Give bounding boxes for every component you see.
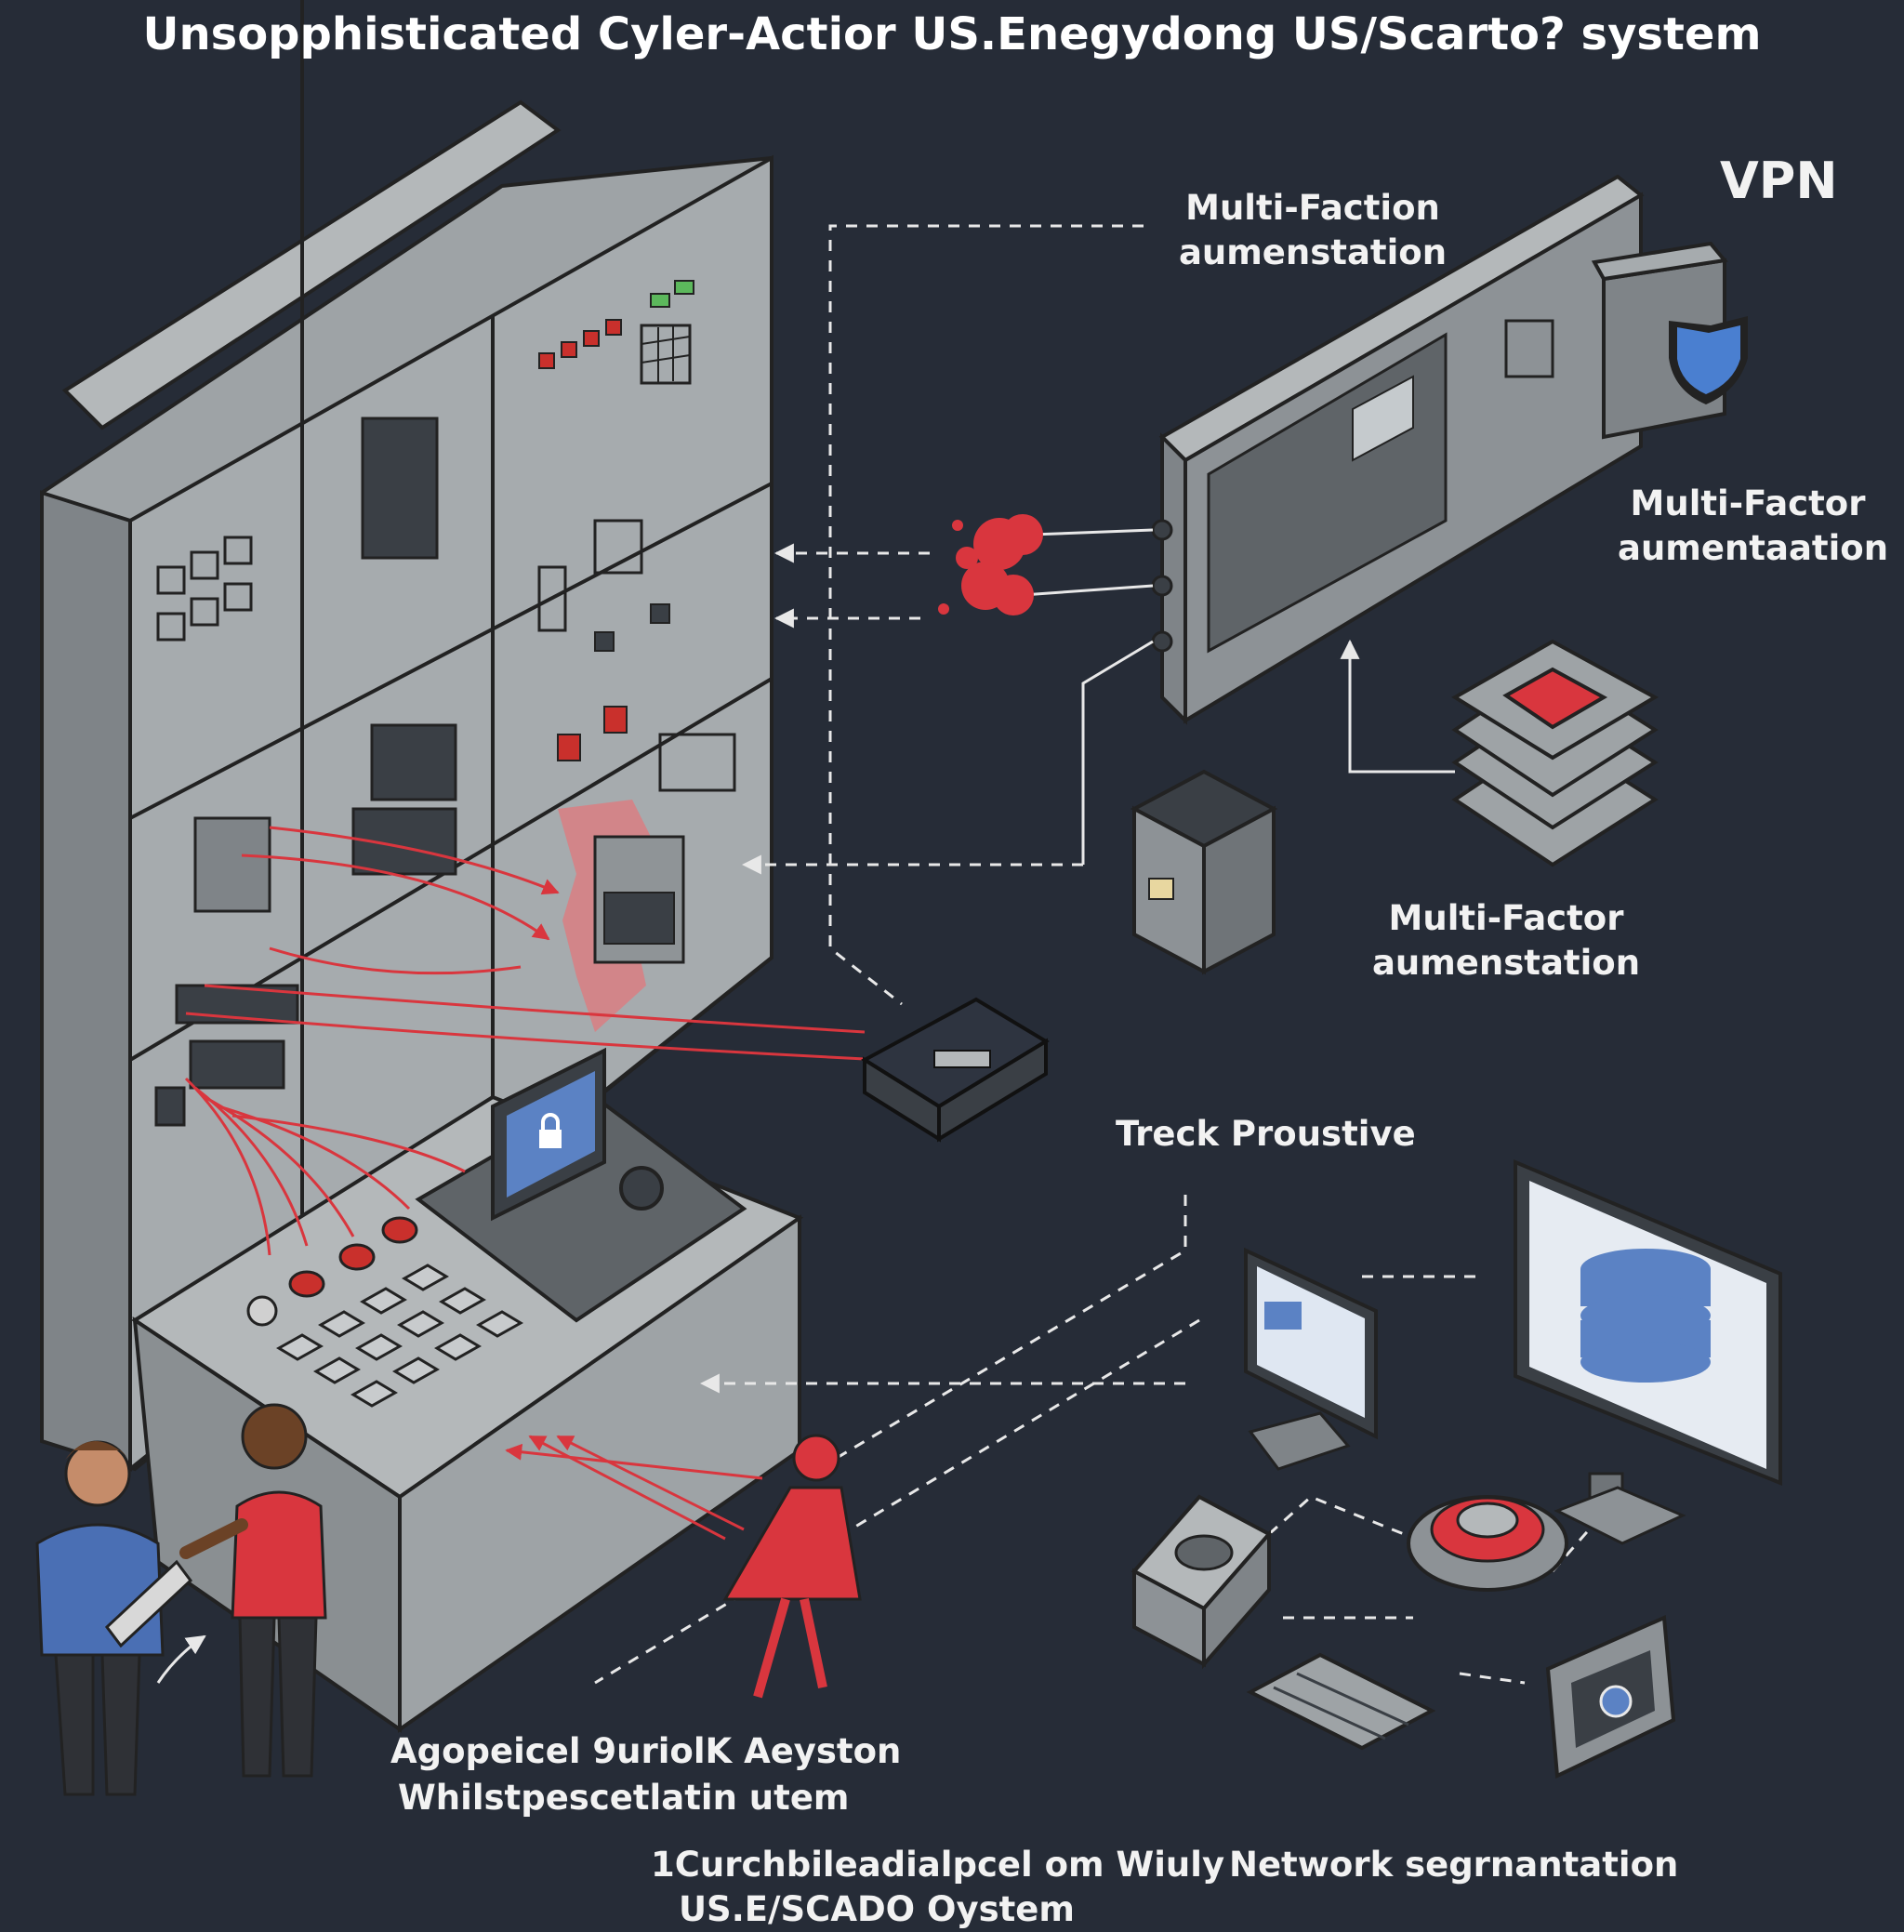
console-key (313, 1356, 361, 1384)
console-key (434, 1333, 482, 1361)
console-key (276, 1333, 324, 1361)
person-engineer (35, 1440, 193, 1796)
remote-control-unit (1158, 174, 1645, 725)
console-keys (276, 1264, 523, 1408)
server-link (1340, 639, 1455, 774)
vpn-feed-link (1081, 640, 1154, 865)
small-monitor (1244, 1247, 1378, 1471)
router-device (861, 997, 1050, 1143)
network-hub (1407, 1495, 1568, 1592)
attack-lines (184, 826, 884, 1541)
console-key (350, 1380, 398, 1408)
shield-icon (1669, 316, 1748, 404)
agop-label: Agopeicel 9uriolK Aeyston (390, 1731, 902, 1771)
panel-monitor (1545, 1615, 1676, 1780)
server-stack (1451, 639, 1659, 867)
mfa-label-right: Multi-Factor aumentaation (1618, 483, 1889, 569)
person-operator (179, 1403, 327, 1778)
mfa-label-middle: Multi-Factor aumenstation (1371, 898, 1641, 984)
lock-icon (539, 1113, 562, 1148)
curch-label: 1Curchbileadialpcel om Wiuly (651, 1845, 1225, 1885)
console-key (392, 1356, 440, 1384)
diagram-title: Unsopphisticated Cyler-Actior US.Enegydo… (142, 8, 1762, 60)
vpn-label: VPN (1720, 152, 1838, 210)
whils-label: Whilstpescetlatin utem (398, 1778, 850, 1818)
network-segmentation-label: Network segrnantation (1229, 1845, 1679, 1885)
locked-cabinet (1130, 769, 1278, 975)
console-key (397, 1310, 444, 1338)
connectors (1022, 519, 1173, 653)
console-key (360, 1287, 407, 1315)
pointer-arrow (156, 1634, 206, 1684)
keyboard-icon (1246, 1652, 1436, 1751)
console-key (402, 1264, 449, 1291)
desk-workstation (415, 1047, 747, 1323)
console-key (355, 1333, 403, 1361)
treck-label: Treck Proustive (1116, 1114, 1416, 1154)
console-key (318, 1310, 365, 1338)
plc-device (1130, 1494, 1273, 1670)
console-key (476, 1310, 523, 1338)
console-key (439, 1287, 486, 1315)
curch-subtitle: US.E/SCADO Oystem (679, 1889, 1075, 1929)
database-icon (1580, 1249, 1711, 1383)
mfa-label-top: Multi-Faction aumenstation (1178, 188, 1448, 273)
exploit-burst (938, 514, 1043, 615)
attacker-figure (722, 1434, 862, 1699)
